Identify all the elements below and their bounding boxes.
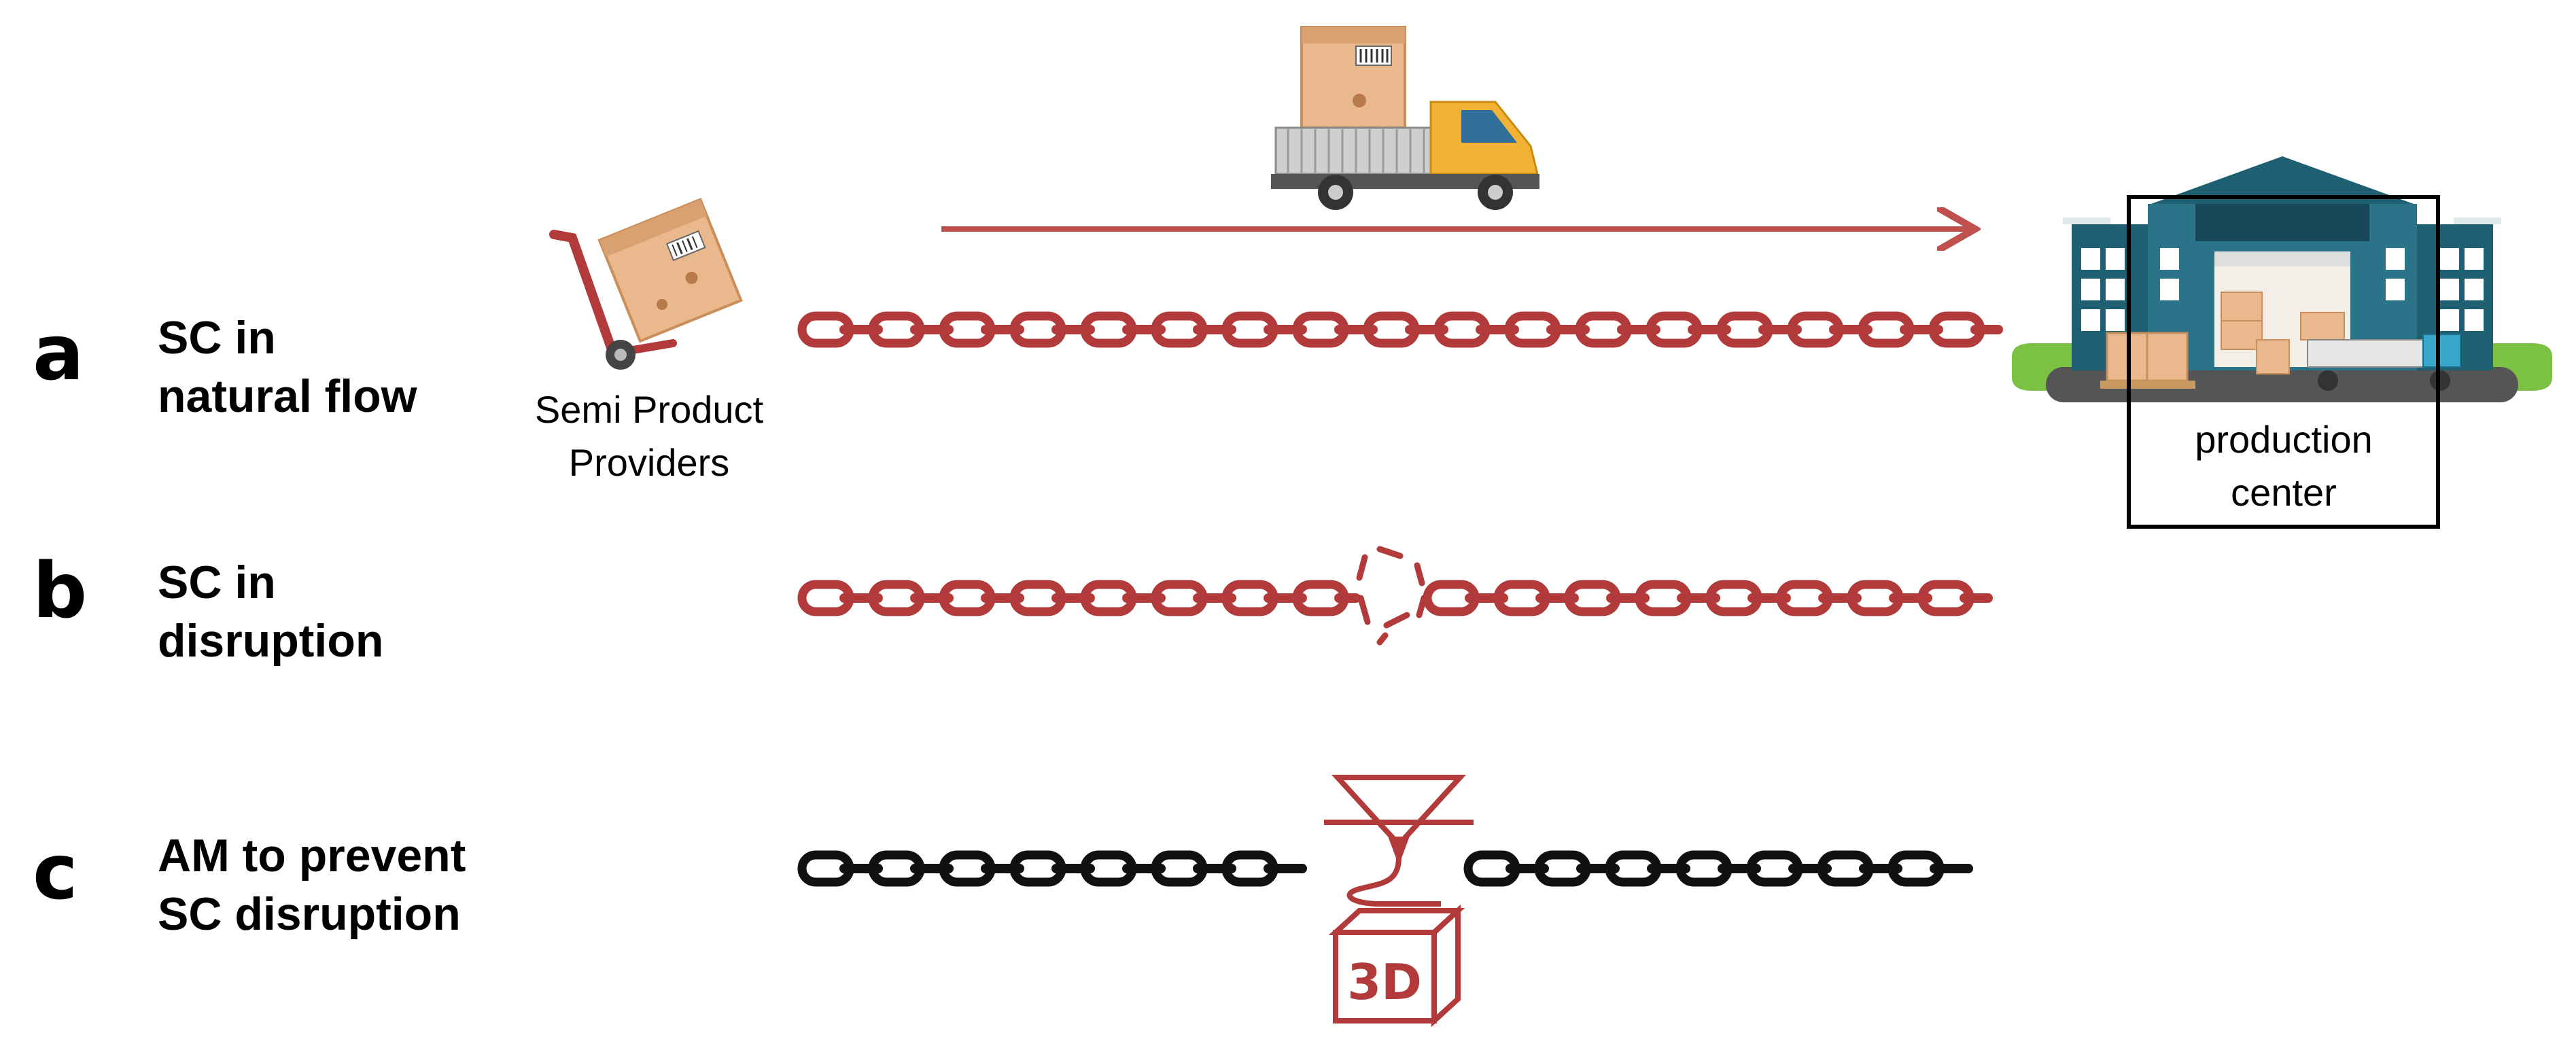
broken-chain-link-icon xyxy=(1356,546,1427,646)
production-center-label-line1: production xyxy=(2195,418,2373,461)
chain-row-c-left xyxy=(797,850,1307,887)
delivery-truck-icon xyxy=(1271,26,1539,210)
row-b-label: b SC in disruption xyxy=(33,547,383,667)
row-c-letter: c xyxy=(33,828,77,917)
row-c-title-line1: AM to prevent xyxy=(158,830,466,881)
chain-row-c-right xyxy=(1463,850,1973,887)
warehouse-icon xyxy=(2012,156,2552,402)
provider-label-line2: Providers xyxy=(569,441,730,484)
row-b-title-line2: disruption xyxy=(158,615,383,667)
chain-row-b-right xyxy=(1423,580,1993,616)
chain-row-a xyxy=(797,311,2003,348)
production-center-frame xyxy=(2127,195,2440,529)
row-a-label: a SC in natural flow xyxy=(33,309,418,422)
hand-truck-with-box-icon xyxy=(549,198,743,370)
row-b-letter: b xyxy=(33,547,87,635)
row-a-title-line2: natural flow xyxy=(158,370,418,422)
production-center-label-line2: center xyxy=(2231,471,2337,514)
3d-printer-icon xyxy=(1324,775,1474,1028)
printer-3d-badge: 3D xyxy=(1347,953,1422,1011)
chain-row-b-left xyxy=(797,580,1361,616)
provider-label-line1: Semi Product xyxy=(535,388,764,431)
row-a-title-line1: SC in xyxy=(158,312,276,364)
row-c-label: c AM to prevent SC disruption xyxy=(33,828,466,940)
row-b-title-line1: SC in xyxy=(158,557,276,608)
row-a-letter: a xyxy=(33,309,84,398)
row-c-title-line2: SC disruption xyxy=(158,888,461,940)
